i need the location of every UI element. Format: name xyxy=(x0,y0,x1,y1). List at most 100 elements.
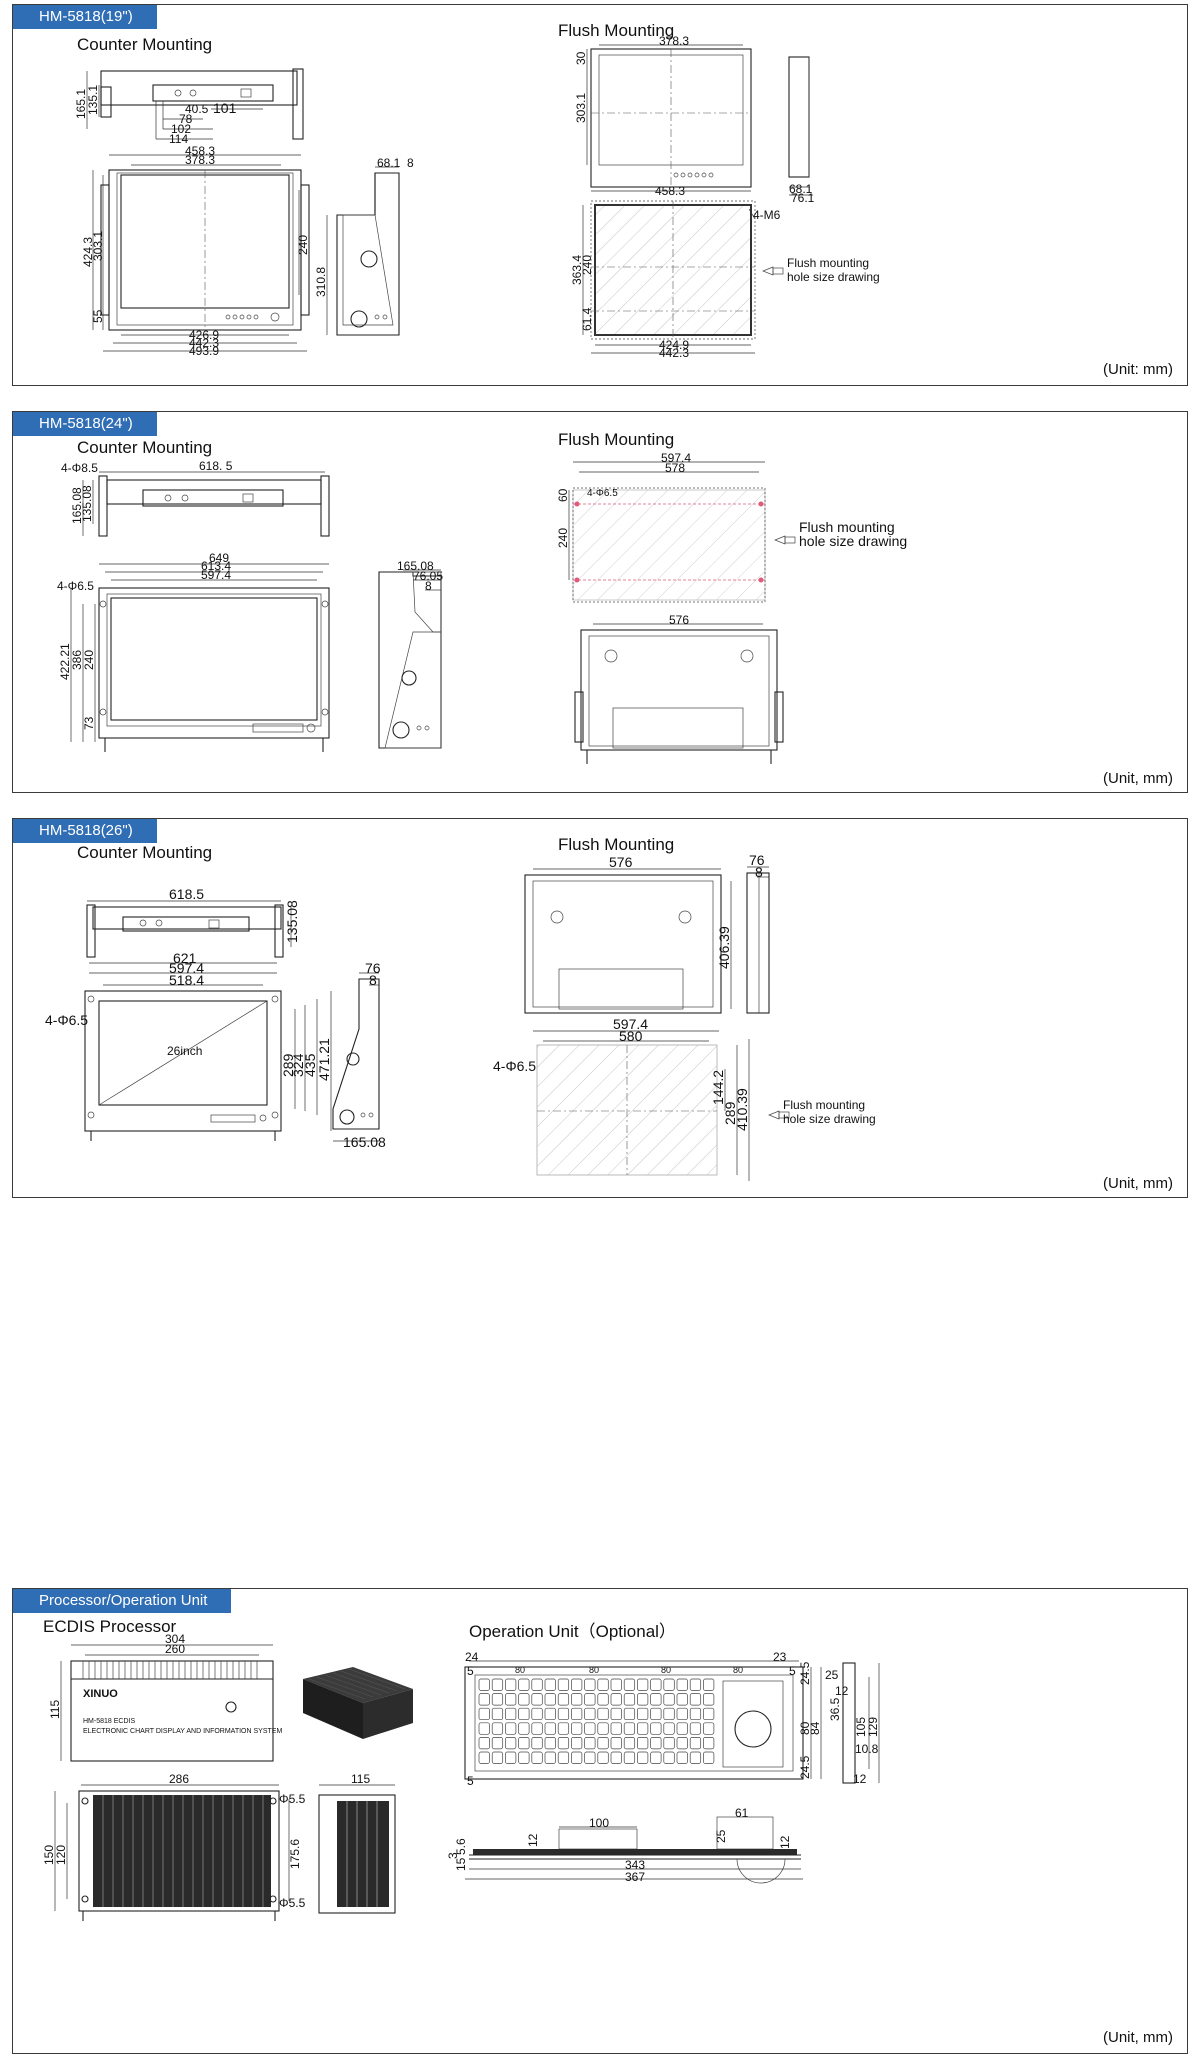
flush-note-line-2: hole size drawing xyxy=(787,270,880,284)
keyboard-key xyxy=(505,1707,517,1721)
keyboard-key xyxy=(663,1678,675,1691)
keyboard-key xyxy=(623,1693,636,1706)
keyboard-key xyxy=(491,1678,504,1691)
keyboard-key xyxy=(650,1707,662,1721)
keyboard-key xyxy=(663,1751,675,1764)
panel-19-inch: HM-5818(19") Counter Mounting Flush Moun… xyxy=(12,4,1188,386)
side-dim-8: 8 xyxy=(369,972,377,988)
flush-dim-442-3: 442.3 xyxy=(659,346,689,360)
side-dim-8: 8 xyxy=(425,579,432,593)
keyboard-key xyxy=(597,1751,609,1764)
flush-dim-378-3: 378.3 xyxy=(659,34,689,48)
keyboard-key xyxy=(557,1707,570,1721)
dim-260: 260 xyxy=(165,1642,185,1656)
processor-side-view xyxy=(318,1784,396,1914)
hole-dim-144-2: 144.2 xyxy=(710,1070,726,1105)
dim-135-08: 135.08 xyxy=(284,900,300,943)
keyboard-key xyxy=(531,1737,543,1750)
kb-dim-24-5-bottom: 24.5 xyxy=(798,1755,812,1779)
keyboard-key xyxy=(689,1707,702,1721)
keyboard-key xyxy=(610,1693,622,1706)
top-view xyxy=(86,68,304,140)
keyboard-key xyxy=(676,1678,688,1691)
dim-240: 240 xyxy=(296,235,310,255)
keyboard-key xyxy=(689,1678,702,1691)
dim-115: 115 xyxy=(48,1700,62,1719)
keyboard-key xyxy=(637,1737,649,1750)
keyboard-key xyxy=(597,1722,609,1735)
kb-dim-129: 129 xyxy=(866,1717,880,1737)
keyboard-key xyxy=(610,1707,622,1721)
keyboard-key xyxy=(505,1751,517,1764)
side-dim-76-05: 76.05 xyxy=(413,569,443,583)
side-view xyxy=(378,569,442,749)
dim-324: 324 xyxy=(290,1053,306,1077)
dim-621: 621 xyxy=(173,950,197,966)
flush-note-line-1: Flush mounting xyxy=(787,256,869,270)
kb-dim-84: 84 xyxy=(808,1721,822,1735)
keyboard-key xyxy=(584,1693,596,1706)
keyboard-key xyxy=(557,1693,570,1706)
keyboard-key xyxy=(544,1751,556,1764)
side-dim-5-6: 5.6 xyxy=(454,1838,468,1855)
dim-597-4: 597.4 xyxy=(169,960,204,976)
dim-40-5: 40.5 xyxy=(185,102,209,116)
keyboard-key xyxy=(571,1722,583,1735)
dim-304: 304 xyxy=(165,1632,185,1646)
dim-4-phi-6-5: 4-Φ6.5 xyxy=(57,579,94,593)
dim-101: 101 xyxy=(213,100,237,116)
keyboard-key xyxy=(637,1751,649,1764)
side-dim-15: 15 xyxy=(454,1857,468,1871)
side-dim-12-left: 12 xyxy=(526,1833,540,1847)
flush-rear-view xyxy=(574,623,784,764)
unit-label: (Unit, mm) xyxy=(1103,770,1173,787)
model-line: HM-5818 ECDIS xyxy=(83,1718,135,1725)
flush-mounting-title: Flush Mounting xyxy=(558,430,675,449)
keyboard-key xyxy=(610,1678,622,1691)
keyboard-key xyxy=(491,1693,504,1706)
dim-597-4: 597.4 xyxy=(201,568,231,582)
keyboard-key xyxy=(623,1722,636,1735)
flush-dim-8: 8 xyxy=(755,864,763,880)
kb-dim-24: 24 xyxy=(465,1650,479,1664)
kb-dim-12-b: 12 xyxy=(853,1772,867,1786)
flush-note-line-2: hole size drawing xyxy=(783,1112,876,1126)
kb-dim-80-d: 80 xyxy=(733,1665,743,1675)
hole-dim-597-4: 597.4 xyxy=(613,1016,648,1032)
keyboard-key xyxy=(610,1737,622,1750)
dim-55: 55 xyxy=(91,309,105,323)
keyboard-key xyxy=(689,1751,702,1764)
keyboard-key xyxy=(505,1678,517,1691)
keyboard-key xyxy=(571,1678,583,1691)
dim-424-3: 424.3 xyxy=(81,237,95,267)
dim-458-3: 458.3 xyxy=(185,144,215,158)
flush-dim-458-3: 458.3 xyxy=(655,184,685,198)
dim-386: 386 xyxy=(70,650,84,670)
keyboard-key xyxy=(518,1678,530,1691)
dim-68-1: 68.1 xyxy=(377,156,401,170)
keyboard-key xyxy=(584,1722,596,1735)
flush-dim-76-1: 76.1 xyxy=(791,191,815,205)
keyboard-key xyxy=(478,1737,490,1750)
hole-dim-410-39: 410.39 xyxy=(734,1088,750,1131)
keyboard-key xyxy=(491,1737,504,1750)
kb-dim-25: 25 xyxy=(825,1668,839,1682)
keyboard-key xyxy=(689,1693,702,1706)
keyboard-key xyxy=(663,1737,675,1750)
flush-note-line-2: hole size drawing xyxy=(799,533,907,549)
keyboard-key xyxy=(505,1693,517,1706)
keyboard-key xyxy=(544,1678,556,1691)
panel-24-inch: HM-5818(24") Counter Mounting Flush Moun… xyxy=(12,411,1188,793)
keyboard-key xyxy=(584,1678,596,1691)
keyboard-key xyxy=(571,1707,583,1721)
processor-top-view xyxy=(54,1784,290,1921)
counter-mounting-title: Counter Mounting xyxy=(77,843,213,862)
keyboard-key xyxy=(623,1707,636,1721)
flush-mounting-title: Flush Mounting xyxy=(558,21,675,40)
keyboard-key xyxy=(663,1707,675,1721)
dim-613-4: 613.4 xyxy=(201,559,231,573)
dim-303-1: 303.1 xyxy=(91,231,105,261)
kb-dim-24-5-top: 24.5 xyxy=(798,1661,812,1685)
kb-dim-12-a: 12 xyxy=(835,1684,849,1698)
dim-150: 150 xyxy=(42,1845,56,1865)
